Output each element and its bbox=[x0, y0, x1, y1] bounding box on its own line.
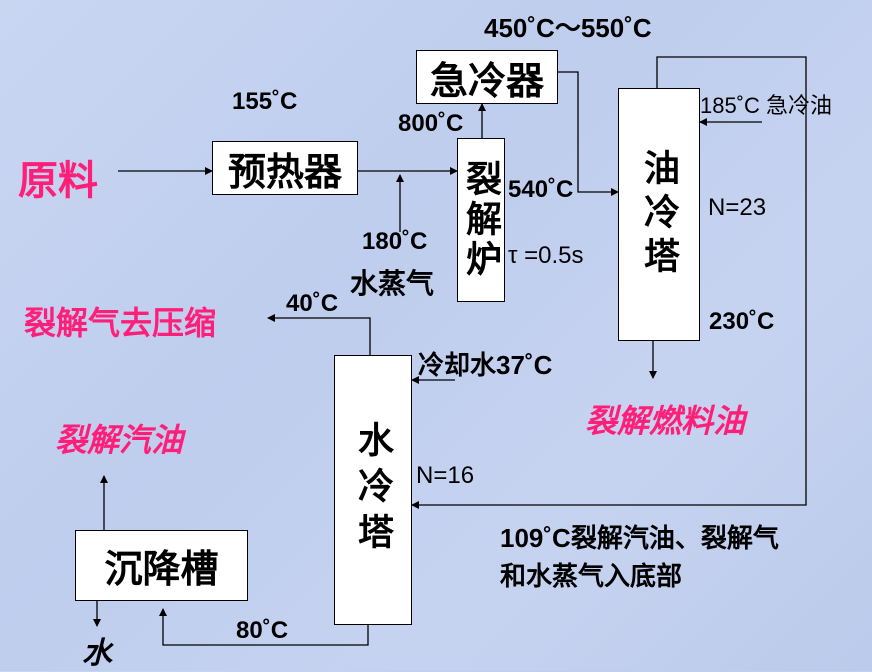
bottom-feed-line1-label: 109˚C裂解汽油、裂解气 bbox=[500, 523, 779, 553]
settling-tank-label: 沉降槽 bbox=[104, 549, 219, 591]
settling-tank-box: 沉降槽 bbox=[75, 530, 248, 601]
residence-time-label: τ =0.5s bbox=[508, 242, 584, 269]
feed-label: 原料 bbox=[18, 159, 98, 203]
temp-40-label: 40˚C bbox=[286, 290, 339, 317]
bottom-feed-line2-label: 和水蒸气入底部 bbox=[500, 561, 683, 591]
temp-540-label: 540˚C bbox=[508, 176, 574, 203]
cracking-furnace-box: 裂解炉 bbox=[457, 138, 505, 302]
preheater-box: 预热器 bbox=[212, 141, 358, 195]
temp-155-label: 155˚C bbox=[232, 88, 298, 115]
steam-label: 水蒸气 bbox=[350, 268, 435, 299]
cooling-water-label: 冷却水37˚C bbox=[418, 350, 553, 380]
temp-450-550-label: 450˚C～550˚C bbox=[484, 13, 652, 43]
oil-quench-tower-label: 油冷塔 bbox=[639, 148, 680, 281]
cracked-gasoline-label: 裂解汽油 bbox=[55, 421, 184, 459]
gas-to-compression-label: 裂解气去压缩 bbox=[24, 305, 217, 341]
water-quench-tower-box: 水冷塔 bbox=[334, 355, 412, 625]
water-out-label: 水 bbox=[82, 636, 112, 671]
cracking-furnace-label: 裂解炉 bbox=[461, 160, 502, 280]
quench-oil-label: 185˚C 急冷油 bbox=[700, 93, 833, 118]
water-quench-tower-label: 水冷塔 bbox=[353, 421, 394, 559]
quench-cooler-label: 急冷器 bbox=[429, 60, 544, 103]
temp-230-label: 230˚C bbox=[709, 308, 775, 335]
preheater-label: 预热器 bbox=[227, 151, 342, 194]
cracked-fuel-oil-label: 裂解燃料油 bbox=[585, 402, 746, 440]
trays-16-label: N=16 bbox=[416, 462, 475, 489]
temp-80-label: 80˚C bbox=[236, 617, 289, 644]
trays-23-label: N=23 bbox=[708, 194, 767, 221]
quench-cooler-box: 急冷器 bbox=[416, 50, 558, 104]
steam-temp-label: 180˚C bbox=[362, 228, 428, 255]
temp-800-label: 800˚C bbox=[398, 110, 464, 137]
oil-quench-tower-box: 油冷塔 bbox=[618, 88, 700, 341]
